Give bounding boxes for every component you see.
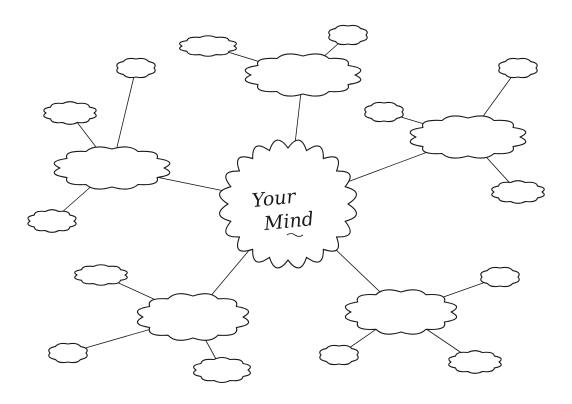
cloud-shape-tr_b (364, 101, 404, 123)
cloud-shape-br_c (448, 350, 502, 374)
cloud-shape-tl_a (116, 57, 156, 79)
cloud-tl_b (43, 101, 97, 125)
cloud-br_b (319, 344, 359, 366)
cloud-bl (136, 293, 250, 341)
cloud-shape-bl_c (193, 356, 251, 384)
cloud-tl (53, 146, 171, 190)
cloud-tr_b (364, 101, 404, 123)
cloud-tc (244, 53, 362, 97)
cloud-shape-bl (136, 293, 250, 341)
squiggle-underline (286, 233, 304, 237)
cloud-shape-tr (409, 115, 527, 159)
cloud-tr_c (491, 180, 545, 204)
cloud-nodes (27, 24, 545, 384)
center-label: Your Mind (251, 185, 315, 237)
center-label-line1: Your (251, 185, 299, 212)
cloud-tc_a (179, 35, 237, 57)
cloud-br (344, 289, 458, 335)
center-cloud (219, 139, 357, 269)
cloud-br_c (448, 350, 502, 374)
center-cloud-shape (219, 139, 357, 269)
cloud-br_a (480, 266, 520, 288)
cloud-shape-br (344, 289, 458, 335)
center-label-line2: Mind (262, 208, 315, 235)
cloud-bl_b (48, 342, 88, 364)
cloud-tr (409, 115, 527, 159)
cloud-bl_c (193, 356, 251, 384)
cloud-shape-tc_b (328, 24, 368, 46)
cloud-shape-bl_a (74, 264, 128, 286)
cloud-shape-tc_a (179, 35, 237, 57)
cloud-bl_a (74, 264, 128, 286)
cloud-shape-tr_a (498, 57, 538, 79)
cloud-shape-br_a (480, 266, 520, 288)
cloud-shape-tl (53, 146, 171, 190)
cloud-tr_a (498, 57, 538, 79)
cloud-shape-bl_b (48, 342, 88, 364)
cloud-shape-tl_c (27, 209, 77, 233)
cloud-shape-tr_c (491, 180, 545, 204)
cloud-shape-tl_b (43, 101, 97, 125)
cloud-tc_b (328, 24, 368, 46)
cloud-shape-tc (244, 53, 362, 97)
cloud-tl_c (27, 209, 77, 233)
cloud-tl_a (116, 57, 156, 79)
cloud-shape-br_b (319, 344, 359, 366)
